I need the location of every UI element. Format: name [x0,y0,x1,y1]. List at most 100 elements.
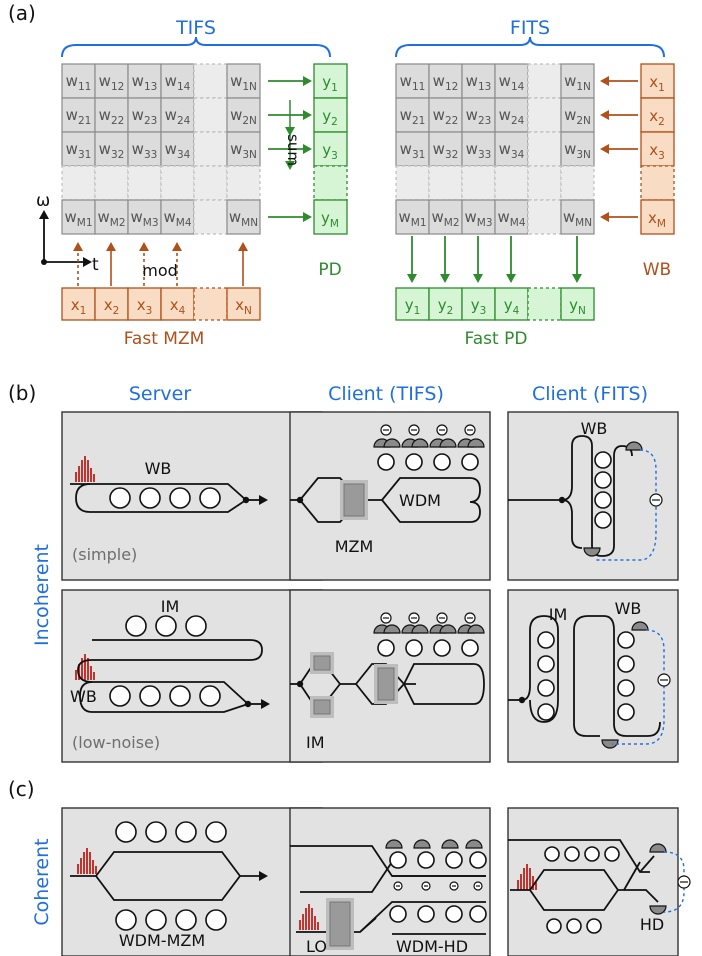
matrix-cell-label: w24 [499,106,525,127]
matrix-cell [127,63,162,99]
matrix-cell-label: w32 [433,140,459,161]
matrix-cell [61,131,96,167]
axis-t: t [92,255,99,275]
photodetector [601,739,619,749]
arrowhead [600,76,609,86]
arrowhead [303,76,312,86]
matrix-cell-label: w12 [433,72,459,93]
matrix-cell [461,97,496,133]
pd-output-label: y1 [322,73,338,94]
wb-input-label: xM [648,209,666,230]
arrowhead [600,212,609,222]
matrix-cell-label: w2N [230,106,257,127]
arrowhead [261,699,270,709]
ring-resonator [109,685,131,707]
ring-resonator [617,631,635,649]
matrix-cell-label: w34 [165,140,191,161]
matrix-cell-label: w11 [400,72,426,93]
matrix-cell-label: w32 [99,140,125,161]
fits-title: FITS [510,17,550,39]
matrix-cell-label: w23 [466,106,492,127]
panel-c: (c)Coherent [8,777,53,926]
axis-omega: ω [36,191,50,211]
junction-dot [244,700,252,708]
wb-input-label: x1 [649,73,665,94]
matrix-cell [94,199,129,235]
ring-resonator [145,821,167,843]
photodetector [583,547,601,557]
wdm-label: WDM [399,491,441,510]
ring-resonator [389,851,407,869]
waveguide [70,483,247,501]
waveguide [79,681,93,713]
device-box [507,589,679,763]
ring-resonator [546,918,562,934]
pd-output-cell [313,97,348,133]
pd-output-label: y2 [322,107,338,128]
arrowhead [407,274,417,283]
photodetector [465,839,483,849]
ring-resonator [586,918,602,934]
matrix-cell-label: w1N [564,72,591,93]
ring-resonator [139,487,161,509]
matrix-cell [94,131,129,167]
simple-label: (simple) [72,545,137,564]
pd-output-label: yM [321,209,339,230]
arrowhead [259,871,268,881]
matrix-cell [527,97,562,133]
matrix-cell [160,199,195,235]
fast-pd-cell [428,287,463,321]
matrix-cell [127,97,162,133]
matrix-cell-label: wM2 [97,208,125,229]
matrix-cell [395,97,430,133]
matrix-cell [461,63,496,99]
ring-resonator [584,846,600,862]
ring-resonator [445,851,463,869]
ring-resonator [377,639,395,657]
matrix-cell [560,199,595,235]
matrix-cell [61,97,96,133]
matrix-cell [560,131,595,167]
panel-a: (a) [8,1,36,25]
waveguide [639,855,655,873]
modulator-electrode [329,901,351,947]
matrix-cell [226,97,261,133]
matrix-cell-label: wM1 [64,208,92,229]
matrix-cell-label: wM3 [464,208,492,229]
ring-resonator [185,615,207,637]
col-client-fits: Client (FITS) [532,383,648,405]
arrowhead [285,127,295,136]
modulator-electrode [343,483,365,517]
matrix-cell-label: w11 [66,72,92,93]
matrix-cell-label: w13 [466,72,492,93]
ring-resonator [199,487,221,509]
ring-resonator [389,905,407,923]
ring-resonator [617,703,635,721]
matrix-cell [527,199,562,235]
matrix-cell-label: w13 [132,72,158,93]
matrix-cell [61,63,96,99]
hd-label: HD [640,915,664,934]
matrix-cell [94,165,129,201]
matrix-cell-label: wM2 [431,208,459,229]
arrowhead [440,274,450,283]
ring-resonator [469,905,487,923]
ring-resonator [115,821,137,843]
matrix-cell [428,165,463,201]
matrix-cell [395,199,430,235]
ring-resonator [405,453,423,471]
wb-input-cell [640,199,675,235]
ring-resonator [594,471,612,489]
photodetector [625,441,643,451]
matrix-cell-label: w34 [499,140,525,161]
ring-resonator [125,615,147,637]
arrowhead [572,274,582,283]
matrix-cell-label: w33 [466,140,492,161]
photodetector [649,843,667,853]
matrix-cell-label: w2N [564,106,591,127]
waveguide [359,917,377,933]
